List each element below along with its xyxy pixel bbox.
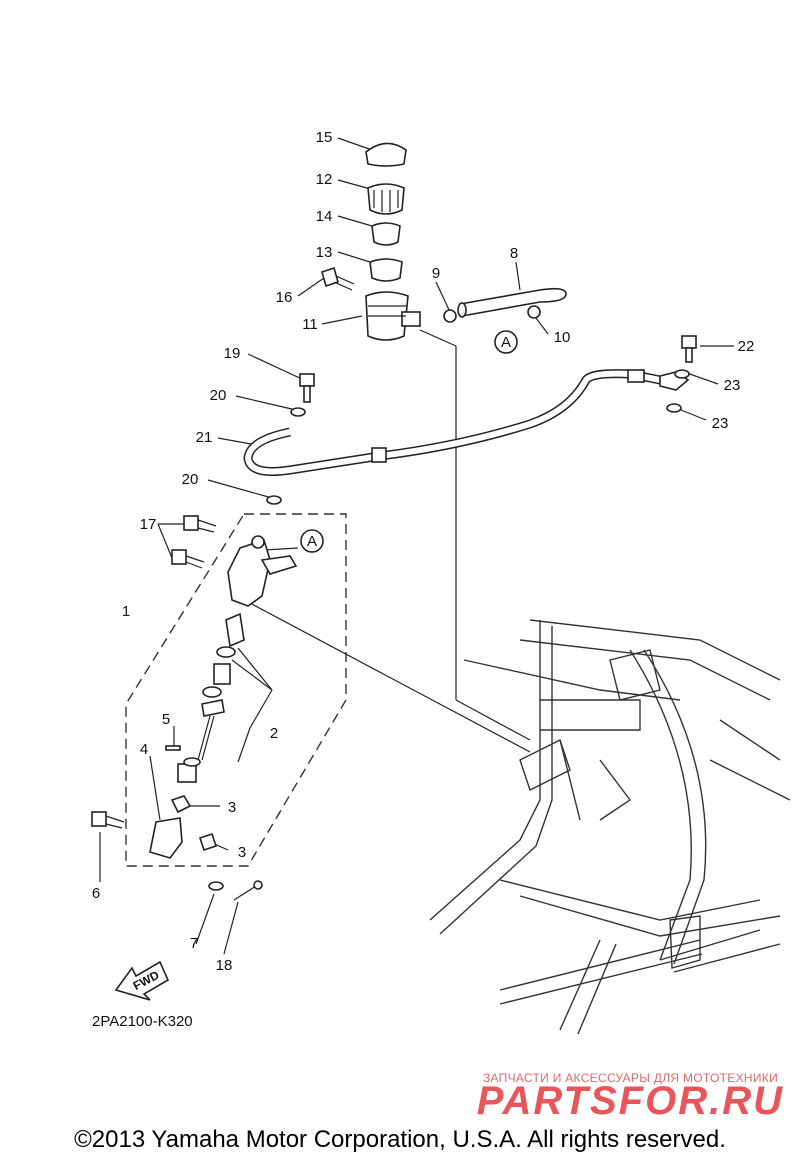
union-bolt-upper (299, 373, 315, 403)
ref-marker-lower: A (300, 529, 324, 553)
union-bolt-right (681, 335, 697, 363)
part-label: 12 (316, 171, 333, 188)
part-labels: 15 12 14 13 16 11 9 8 10 19 20 21 20 22 … (92, 129, 755, 974)
fwd-arrow-icon: FWD (114, 960, 170, 1001)
ref-marker-text: A (501, 334, 511, 351)
piston-kit (177, 612, 245, 783)
part-label: 15 (316, 129, 333, 146)
master-cylinder-box (125, 513, 347, 867)
reservoir-body (365, 291, 421, 341)
brake-hose (243, 369, 690, 476)
part-label: 20 (210, 387, 227, 404)
clevis-bolt (91, 811, 125, 829)
part-label: 19 (224, 345, 241, 362)
lock-nuts (170, 795, 218, 852)
part-label: 3 (238, 844, 246, 861)
vehicle-frame (429, 619, 791, 1035)
part-label: 4 (140, 741, 148, 758)
watermark-brand: PARTSFOR.RU (477, 1079, 784, 1123)
diaphragm-plate (371, 222, 401, 246)
mounting-bolts (171, 515, 217, 569)
part-label: 18 (216, 957, 233, 974)
copper-washers (266, 369, 690, 505)
leader-lines (99, 137, 734, 955)
part-label: 6 (92, 885, 100, 902)
watermark-tagline: ЗАПЧАСТИ И АКСЕССУАРЫ ДЛЯ МОТОТЕХНИКИ (483, 1071, 778, 1085)
part-label: 21 (196, 429, 213, 446)
push-rod-clevis (149, 817, 183, 859)
ref-marker-text: A (307, 533, 317, 550)
part-label: 9 (432, 265, 440, 282)
reservoir-bolt (321, 266, 355, 291)
hose-clip-upper (443, 309, 457, 323)
part-label: 7 (190, 935, 198, 952)
part-label: 13 (316, 244, 333, 261)
part-label: 16 (276, 289, 293, 306)
hose-clip-lower (527, 305, 541, 319)
copyright-footer: ©2013 Yamaha Motor Corporation, U.S.A. A… (74, 1126, 726, 1153)
master-cylinder-body (227, 535, 298, 607)
part-label: 8 (510, 245, 518, 262)
part-label: 14 (316, 208, 333, 225)
diagram-code: 2PA2100-K320 (92, 1013, 193, 1030)
part-label: 22 (738, 338, 755, 355)
part-label: 23 (724, 377, 741, 394)
washer-and-cotter (208, 880, 263, 901)
part-label: 2 (270, 725, 278, 742)
watermark: ЗАПЧАСТИ И АКСЕССУАРЫ ДЛЯ МОТОТЕХНИКИ PA… (477, 1071, 784, 1123)
part-label: 23 (712, 415, 729, 432)
part-label: 3 (228, 799, 236, 816)
cotter-pin-small (165, 745, 181, 751)
reservoir-cap (367, 183, 405, 215)
part-label: 10 (554, 329, 571, 346)
part-label: 11 (302, 316, 318, 333)
reservoir-hose (457, 287, 567, 318)
ref-marker-upper: A (494, 330, 518, 354)
part-label: 20 (182, 471, 199, 488)
part-label: 5 (162, 711, 170, 728)
part-label: 1 (122, 603, 130, 620)
diaphragm (369, 258, 403, 282)
reservoir-cap-cover (365, 142, 407, 167)
part-label: 17 (140, 516, 157, 533)
